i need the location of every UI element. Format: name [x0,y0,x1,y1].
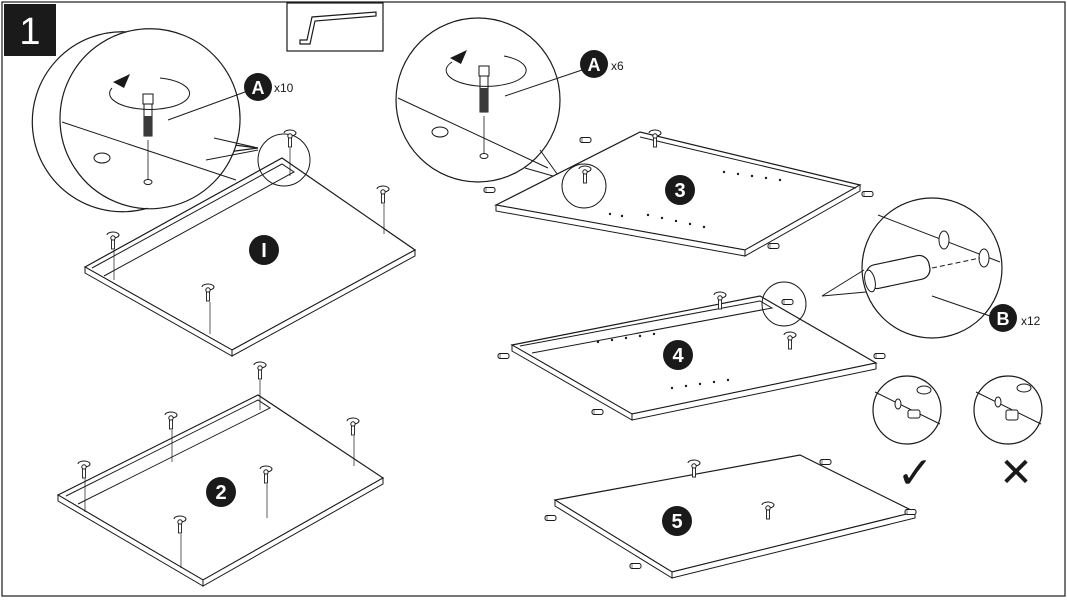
part-letter: A [252,78,265,98]
panel-number: 4 [672,345,684,367]
part-letter: B [997,309,1010,329]
part-quantity: x6 [611,59,624,73]
check-mark-icon: ✓ [897,449,934,498]
panel-number: 5 [671,511,682,533]
panel-5: 5 [544,454,917,579]
panel-2: 2 [56,361,385,587]
detail-wrong-insertion: ✕ [973,375,1043,495]
cross-mark-icon: ✕ [999,451,1033,495]
panel-number: 2 [215,482,226,504]
step-number: 1 [19,11,40,53]
panel-number: I [261,240,267,262]
part-label-A-x10: A x10 [244,73,294,101]
panel-4: 4 [497,281,886,421]
part-quantity: x10 [274,81,294,95]
panel-1: I [83,129,417,357]
detail-callout-cam-screw-2 [395,17,583,183]
panel-3: 3 [483,129,874,257]
part-letter: A [588,55,601,75]
detail-callout-cam-screw-1 [31,28,259,213]
part-label-B-x12: B x12 [989,304,1041,332]
part-quantity: x12 [1021,314,1041,328]
detail-correct-insertion: ✓ [872,375,942,498]
step-number-badge: 1 [4,4,56,56]
detail-callout-dowel [821,197,1003,339]
allen-key-icon [286,2,384,52]
panel-number: 3 [674,180,685,202]
part-label-A-x6: A x6 [580,50,624,78]
